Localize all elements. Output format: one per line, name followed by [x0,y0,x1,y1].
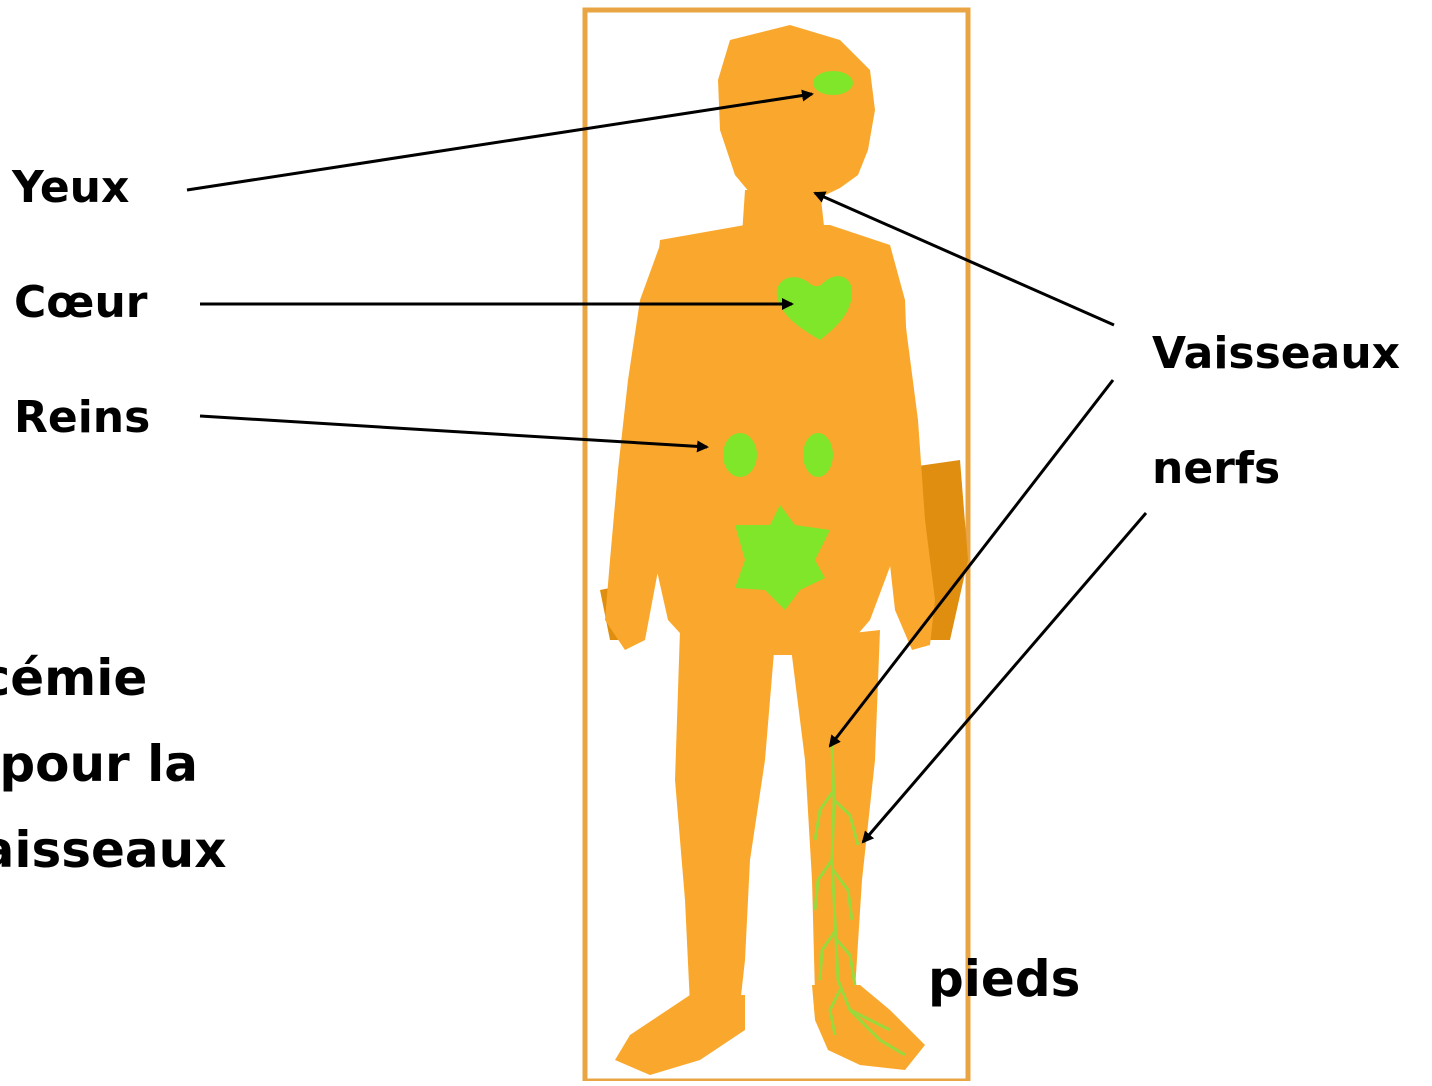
label-coeur: Cœur [14,281,147,325]
cropped-text-line-2: e pour la [0,721,348,807]
left-kidney-organ [723,433,757,477]
cropped-text-line-1: ycémie [0,635,348,721]
label-yeux: Yeux [12,166,129,210]
label-vaisseaux: Vaisseaux [1152,332,1400,376]
label-nerfs: nerfs [1152,447,1280,491]
cropped-text-block: ycémie e pour la vaisseaux [0,635,348,893]
eye-organ [813,71,853,95]
right-kidney-organ [803,433,833,477]
label-pieds: pieds [928,954,1080,1004]
arrow-yeux [187,94,812,190]
label-reins: Reins [14,396,150,440]
cropped-text-line-3: vaisseaux [0,807,348,893]
